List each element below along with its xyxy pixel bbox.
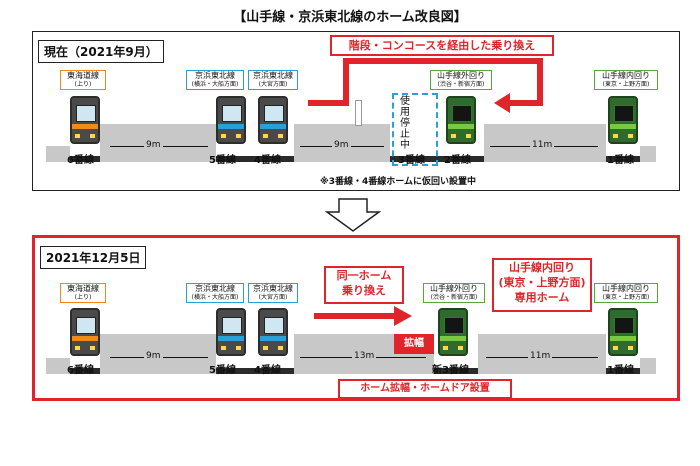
future-dist-new3-1: 11m xyxy=(528,351,553,361)
current-panel xyxy=(32,31,680,191)
transfer-route-bottom xyxy=(308,100,349,106)
future-sign-keihin-omiya: 京浜東北線(大宮方面) xyxy=(248,283,298,303)
train-tokaido xyxy=(70,96,100,144)
future-sign-yamanote-inner: 山手線内回り(東京・上野方面) xyxy=(594,283,658,303)
train-keihin-5 xyxy=(216,96,246,144)
label-track-1: 1番線 xyxy=(607,155,634,166)
train-yamanote-outer xyxy=(446,96,476,144)
sign-keihin-omiya: 京浜東北線(大宮方面) xyxy=(248,70,298,90)
future-dist-6-5: 9m xyxy=(144,351,163,361)
platform-edge-right xyxy=(640,146,656,162)
future-dist-4-new3: 13m xyxy=(352,351,377,361)
sign-keihin-yokohama: 京浜東北線(横浜・大船方面) xyxy=(186,70,244,90)
sign-yamanote-outer: 山手線外回り(渋谷・新宿方面) xyxy=(430,70,492,90)
future-transfer-arrow-head xyxy=(394,306,412,326)
platform-edge-left xyxy=(46,146,70,162)
sign-yamanote-inner: 山手線内回り(東京・上野方面) xyxy=(594,70,658,90)
future-platform-edge-left xyxy=(46,358,70,374)
future-heading: 2021年12月5日 xyxy=(40,246,147,269)
label-track-4: 4番線 xyxy=(254,155,281,166)
same-platform-transfer-label: 同一ホーム乗り換え xyxy=(324,266,404,304)
future-panel xyxy=(32,235,680,401)
track-6 xyxy=(70,156,100,162)
current-transfer-label: 階段・コンコースを経由した乗り換え xyxy=(330,35,554,56)
label-track-2: 2番線 xyxy=(444,155,471,166)
suspended-label: 使用停止中 xyxy=(400,96,410,151)
dist-6-5: 9m xyxy=(144,140,163,150)
future-train-tokaido xyxy=(70,308,100,356)
future-train-keihin-5 xyxy=(216,308,246,356)
platform-improvement-label: ホーム拡幅・ホームドア設置 xyxy=(338,379,512,399)
expansion-label: 拡幅 xyxy=(394,334,434,354)
future-sign-yamanote-outer: 山手線外回り(渋谷・新宿方面) xyxy=(423,283,485,303)
dist-4-3: 9m xyxy=(332,140,351,150)
diagram-title: 【山手線・京浜東北線のホーム改良図】 xyxy=(233,10,467,25)
future-transfer-arrow-shaft xyxy=(314,313,394,319)
transfer-route-arrow-shaft xyxy=(510,100,543,106)
current-note: ※3番線・4番線ホームに仮回い設置中 xyxy=(320,177,477,187)
transfer-route-right xyxy=(537,58,543,106)
stair-post xyxy=(355,100,362,126)
train-keihin-4 xyxy=(258,96,288,144)
future-track-6 xyxy=(70,368,100,374)
future-label-track-new3: 新3番線 xyxy=(432,365,469,376)
future-label-track-5: 5番線 xyxy=(209,365,236,376)
future-sign-tokaido: 東海道線(上り) xyxy=(60,283,106,303)
transfer-route-left xyxy=(343,58,349,106)
future-train-keihin-4 xyxy=(258,308,288,356)
transfer-arrow-head xyxy=(494,93,510,113)
future-sign-keihin-yokohama: 京浜東北線(横浜・大船方面) xyxy=(186,283,244,303)
label-track-5: 5番線 xyxy=(209,155,236,166)
down-arrow-icon xyxy=(325,198,381,232)
future-label-track-6: 6番線 xyxy=(67,365,94,376)
future-platform-edge-right xyxy=(640,358,656,374)
current-heading: 現在（2021年9月） xyxy=(38,40,164,63)
future-track-1 xyxy=(606,368,640,374)
train-yamanote-inner xyxy=(608,96,638,144)
future-train-yamanote-outer xyxy=(438,308,468,356)
sign-tokaido: 東海道線(上り) xyxy=(60,70,106,90)
dist-2-1: 11m xyxy=(530,140,555,150)
future-label-track-4: 4番線 xyxy=(254,365,281,376)
track-1 xyxy=(606,156,640,162)
suspended-box xyxy=(392,93,438,166)
future-track-5-4 xyxy=(216,368,294,374)
label-track-3: 3番線 xyxy=(398,155,425,166)
label-track-6: 6番線 xyxy=(67,155,94,166)
track-5-4 xyxy=(216,156,294,162)
future-train-yamanote-inner xyxy=(608,308,638,356)
future-label-track-1: 1番線 xyxy=(607,365,634,376)
inner-exclusive-label: 山手線内回り(東京・上野方面)専用ホーム xyxy=(492,258,592,312)
future-track-new3 xyxy=(434,368,478,374)
transfer-route-top xyxy=(343,58,543,64)
